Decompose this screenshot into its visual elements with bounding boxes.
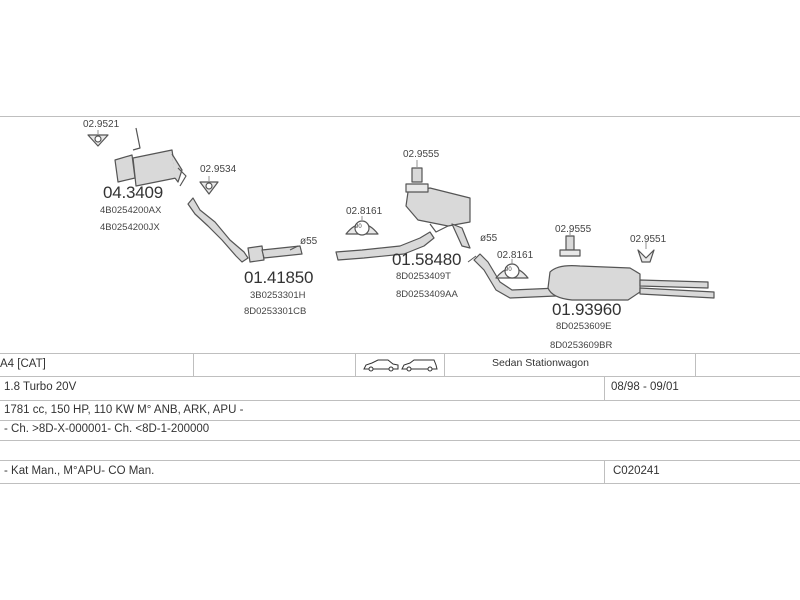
rubber-mount-02-8161-rear-icon xyxy=(495,263,529,279)
mount-badge-2: 90 xyxy=(505,267,512,273)
centre-silencer xyxy=(335,187,471,261)
part3-mount-label: 02.8161 xyxy=(346,206,383,217)
part4-clamp-label: 02.9555 xyxy=(555,224,592,235)
table-line-3 xyxy=(0,400,800,401)
part1-clamp-label: 02.9521 xyxy=(83,119,120,130)
catalytic-converter xyxy=(114,127,187,187)
top-divider xyxy=(0,116,800,117)
years-cell: 08/98 - 09/01 xyxy=(611,381,679,393)
stationwagon-icon xyxy=(401,359,438,372)
part4-oem-2: 8D0253609BR xyxy=(550,340,613,351)
clamp-02-9551-icon xyxy=(637,249,655,263)
rubber-mount-02-8161-icon xyxy=(345,220,379,236)
front-pipe xyxy=(187,197,303,263)
table-line-1 xyxy=(0,353,800,354)
clamp-02-9534-icon xyxy=(199,181,219,195)
mount-badge-1: 90 xyxy=(355,224,362,230)
table-col-2 xyxy=(355,353,356,376)
pipe-marker-1: ø55 xyxy=(300,236,318,247)
part3-clamp-label: 02.9555 xyxy=(403,149,440,160)
pipe-marker-2: ø55 xyxy=(480,233,498,244)
table-col-6 xyxy=(604,460,605,483)
part3-oem-2: 8D0253409AA xyxy=(396,289,458,300)
part3-number[interactable]: 01.58480 xyxy=(392,250,462,269)
part2-oem-2: 8D0253301CB xyxy=(244,306,307,317)
model-cell: A4 [CAT] xyxy=(0,358,46,370)
table-line-5 xyxy=(0,440,800,441)
code-cell: C020241 xyxy=(613,465,660,477)
part3-oem-1: 8D0253409T xyxy=(396,271,451,282)
part4-number[interactable]: 01.93960 xyxy=(552,300,622,319)
chassis-cell: - Ch. >8D-X-000001- Ch. <8D-1-200000 xyxy=(4,423,210,435)
clamp-02-9555-icon xyxy=(405,167,429,193)
engine-cell: 1.8 Turbo 20V xyxy=(4,381,77,393)
spec-cell: 1781 cc, 150 HP, 110 KW M° ANB, ARK, APU… xyxy=(4,404,244,416)
table-col-1 xyxy=(193,353,194,376)
part2-clamp-label: 02.9534 xyxy=(200,164,237,175)
part2-oem-1: 3B0253301H xyxy=(250,290,306,301)
table-line-7 xyxy=(0,483,800,484)
body-types-cell: Sedan Stationwagon xyxy=(492,357,589,369)
clamp-02-9555-rear-icon xyxy=(559,235,581,257)
exhaust-diagram xyxy=(87,127,715,301)
part2-number[interactable]: 01.41850 xyxy=(244,268,314,287)
clamp-02-9521-icon xyxy=(87,134,109,147)
rear-silencer xyxy=(473,253,715,301)
part4-mount-label: 02.8161 xyxy=(497,250,534,261)
table-line-2 xyxy=(0,376,800,377)
table-line-4 xyxy=(0,420,800,421)
table-col-4 xyxy=(604,376,605,400)
vehicle-body-icons xyxy=(363,359,438,372)
part4-oem-1: 8D0253609E xyxy=(556,321,612,332)
note-cell: - Kat Man., M°APU- CO Man. xyxy=(4,465,155,477)
part1-oem-2: 4B0254200JX xyxy=(100,222,160,233)
table-col-3 xyxy=(444,353,445,376)
table-col-5 xyxy=(695,353,696,376)
sedan-icon xyxy=(363,359,399,372)
table-line-6 xyxy=(0,460,800,461)
part1-oem-1: 4B0254200AX xyxy=(100,205,162,216)
part4-clamp2-label: 02.9551 xyxy=(630,234,667,245)
part1-number[interactable]: 04.3409 xyxy=(103,183,164,202)
